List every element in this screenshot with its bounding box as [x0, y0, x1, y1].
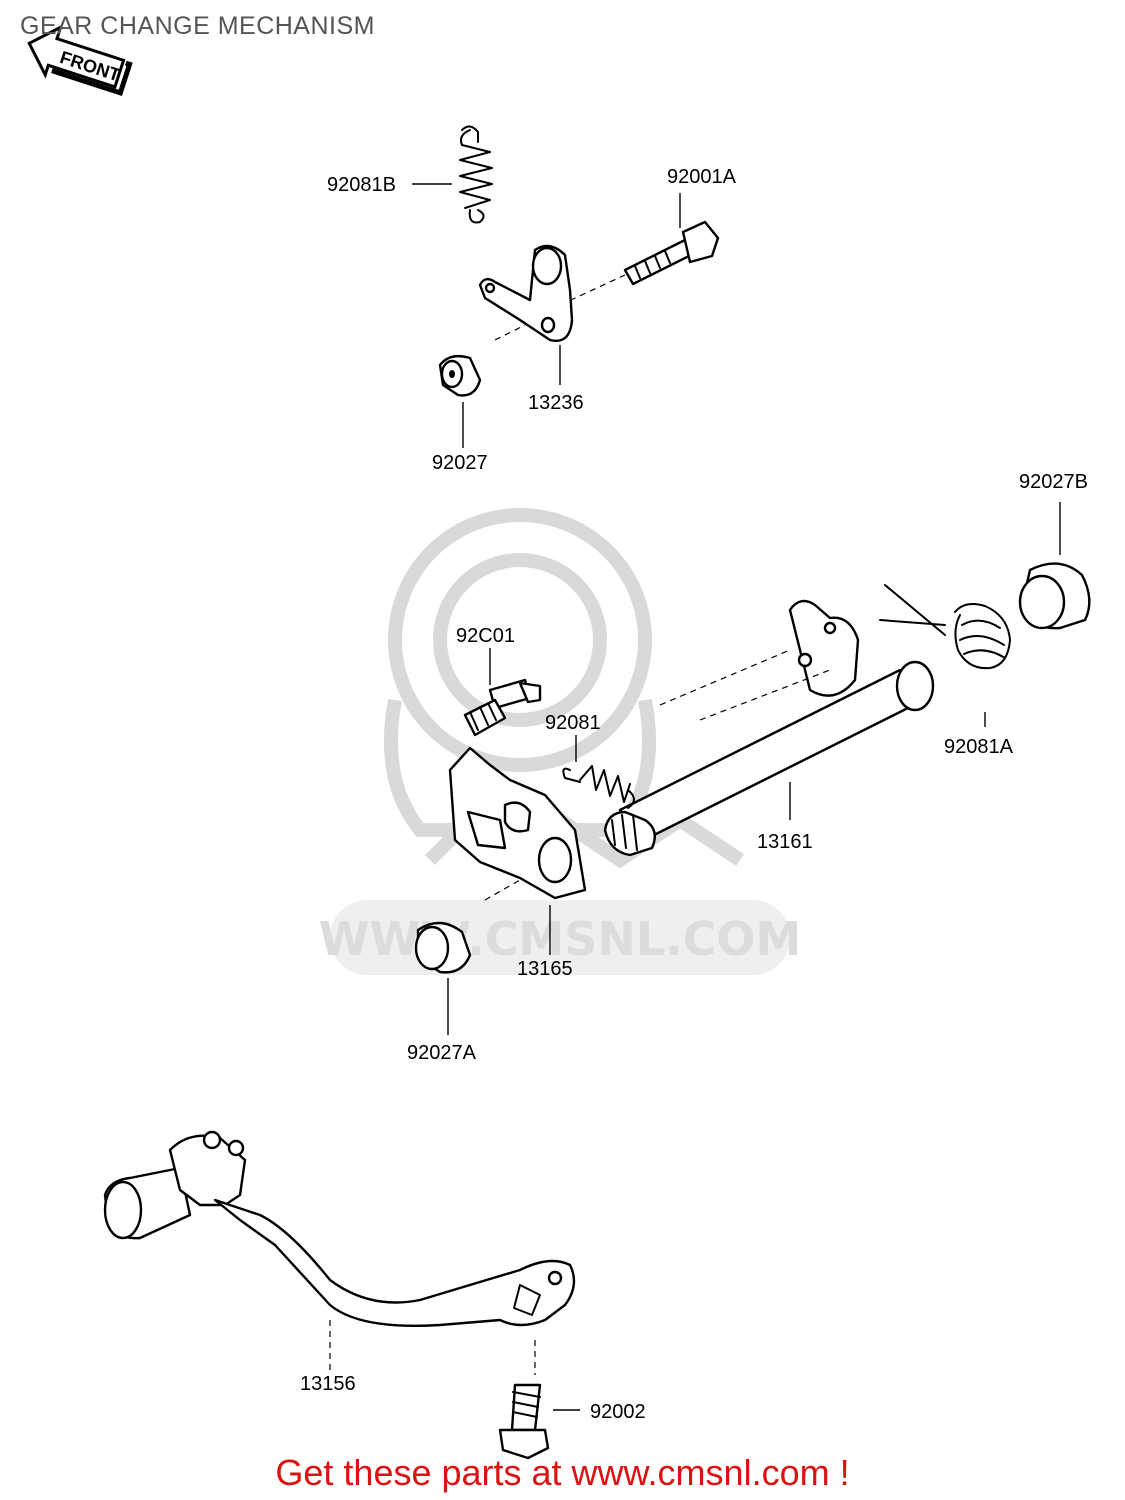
- part-label-13161: 13161: [757, 831, 813, 853]
- plate-13165: [448, 746, 587, 900]
- spring-92081: [562, 765, 635, 809]
- collar-92027a: [414, 921, 472, 974]
- part-label-92002: 92002: [590, 1401, 646, 1423]
- bracket-13236: [478, 244, 574, 342]
- watermark-text: WWW.CMSNL.COM: [319, 912, 802, 966]
- watermark-logo: WWW.CMSNL.COM: [319, 508, 802, 975]
- part-label-92081: 92081: [545, 712, 601, 734]
- part-label-92027: 92027: [432, 452, 488, 474]
- part-label-13165: 13165: [517, 958, 573, 980]
- pedal-13156: [103, 1130, 576, 1328]
- collar-92027: [438, 354, 482, 397]
- part-label-92027b: 92027B: [1019, 471, 1088, 493]
- part-label-92001a: 92001A: [667, 166, 737, 188]
- footer-link-text[interactable]: Get these parts at www.cmsnl.com !: [275, 1452, 850, 1493]
- collar-92027b: [1018, 562, 1091, 630]
- shaft-13161: [603, 599, 935, 857]
- part-label-92027a: 92027A: [407, 1042, 477, 1064]
- part-label-13236: 13236: [528, 392, 584, 414]
- bolt-92002: [498, 1383, 550, 1460]
- part-label-13156: 13156: [300, 1373, 356, 1395]
- stud-92c01: [463, 678, 542, 737]
- spring-92081a: [879, 584, 1011, 670]
- diagram-title: GEAR CHANGE MECHANISM: [20, 12, 375, 40]
- bolt-92001a: [623, 220, 720, 286]
- part-label-92081a: 92081A: [944, 736, 1014, 758]
- part-label-92081b: 92081B: [327, 174, 396, 196]
- part-label-92c01: 92C01: [456, 625, 515, 647]
- spring-92081b: [459, 125, 493, 224]
